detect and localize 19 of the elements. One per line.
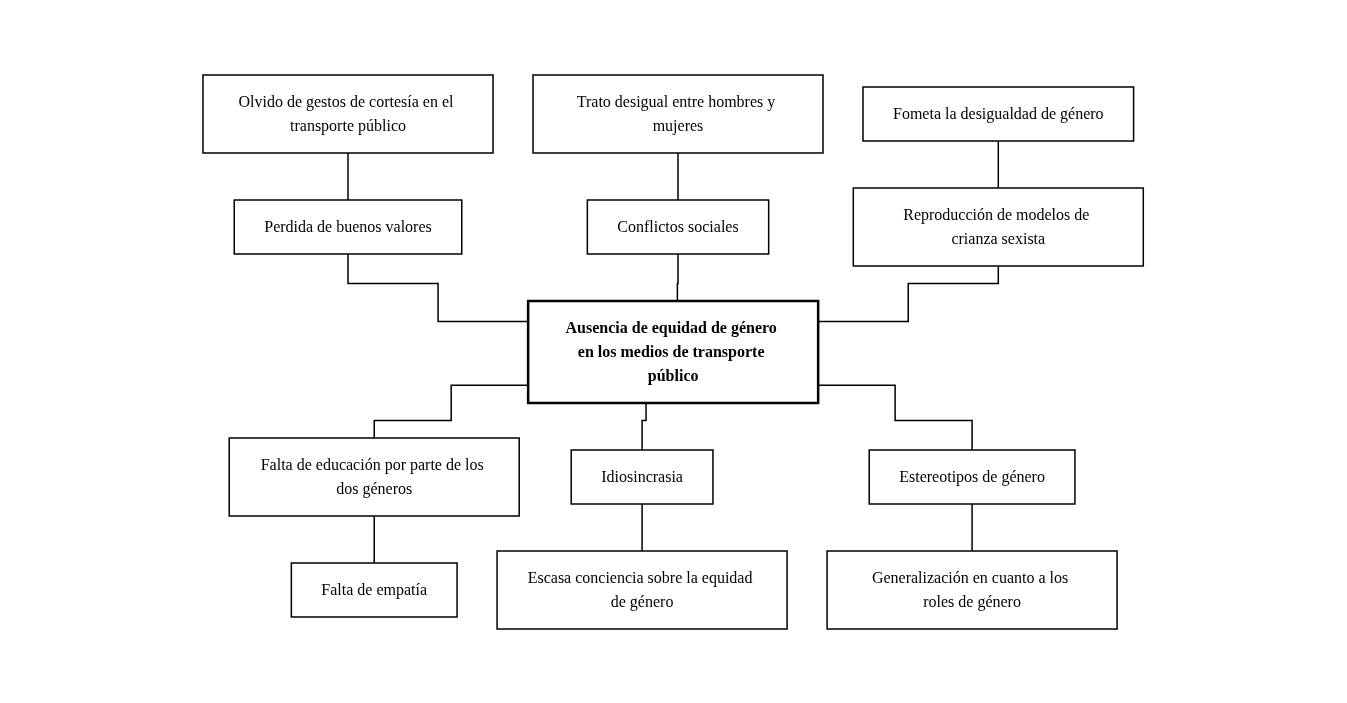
node-box: Generalización en cuanto a los roles de género [826,549,1119,630]
connector [971,502,974,552]
node-box: Perdida de buenos valores [233,198,463,255]
node-box: Ausencia de equidad de género en los medios de transporte público [527,299,820,404]
connector [641,502,644,552]
connector [373,514,376,564]
node-box: Idiosincrasia [570,448,715,505]
connector [997,139,1000,189]
node-box: Falta de educación por parte de los dos géneros [228,436,521,517]
node-box: Trato desigual entre hombres y mujeres [532,73,825,154]
node-box: Reproducción de modelos de crianza sexista [852,186,1145,267]
node-box: Escasa conciencia sobre la equidad de género [496,549,789,630]
node-box: Falta de empatía [290,561,459,618]
node-box: Estereotipos de género [868,448,1077,505]
connector [347,151,350,201]
node-box: Olvido de gestos de cortesía en el transporte público [202,73,495,154]
connector [677,151,680,201]
node-box: Conflictos sociales [586,198,770,255]
node-box: Fometa la desigualdad de género [862,85,1135,142]
